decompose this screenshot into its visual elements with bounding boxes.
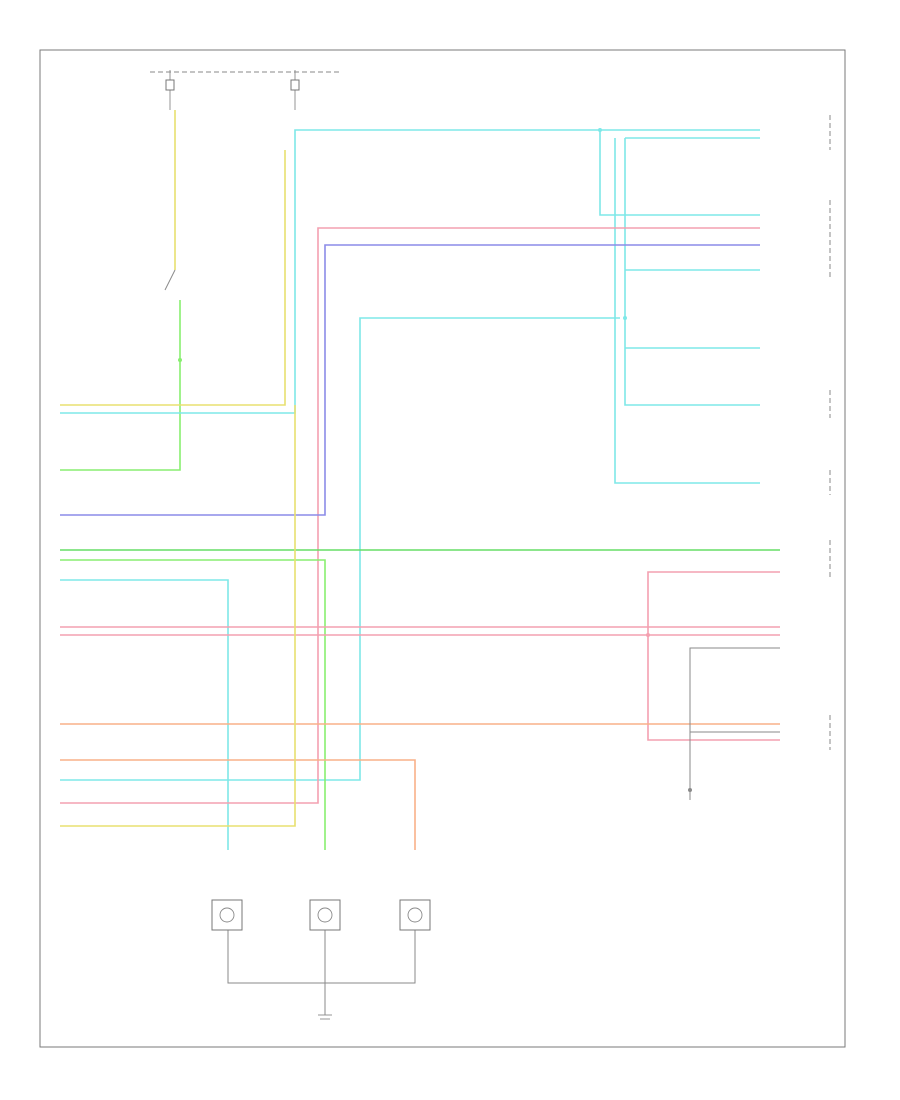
wire-cyan-left-low: [60, 579, 229, 850]
wire-red-right-loop: [647, 571, 780, 741]
wire-light-green-switch-out: [60, 300, 181, 471]
wire-yellow-low: [60, 405, 296, 827]
wire-black-bottom: [227, 930, 416, 984]
wire-blue: [60, 244, 760, 516]
sensor-left: [211, 899, 243, 931]
sensor-right: [399, 899, 431, 931]
wire-cyan-branch: [624, 138, 760, 406]
wire-black-switch: [164, 269, 176, 291]
splice-points: [178, 128, 692, 792]
sensors: [211, 899, 431, 1020]
wire-cyan-top: [294, 129, 760, 216]
wire-cyan-branch-4: [614, 138, 760, 484]
wire-black-right-ground: [689, 647, 780, 800]
wire-group: [60, 110, 780, 1015]
wire-orange-sensor: [60, 759, 416, 850]
sensor-middle: [309, 899, 341, 931]
wire-cyan-left: [60, 150, 296, 414]
fuse-panel-top: [150, 70, 340, 110]
wire-light-green-to-sensor: [60, 559, 326, 850]
wire-cyan-mid: [60, 317, 620, 781]
wire-yellow-top: [60, 150, 286, 406]
diagram-border: [39, 49, 846, 1048]
